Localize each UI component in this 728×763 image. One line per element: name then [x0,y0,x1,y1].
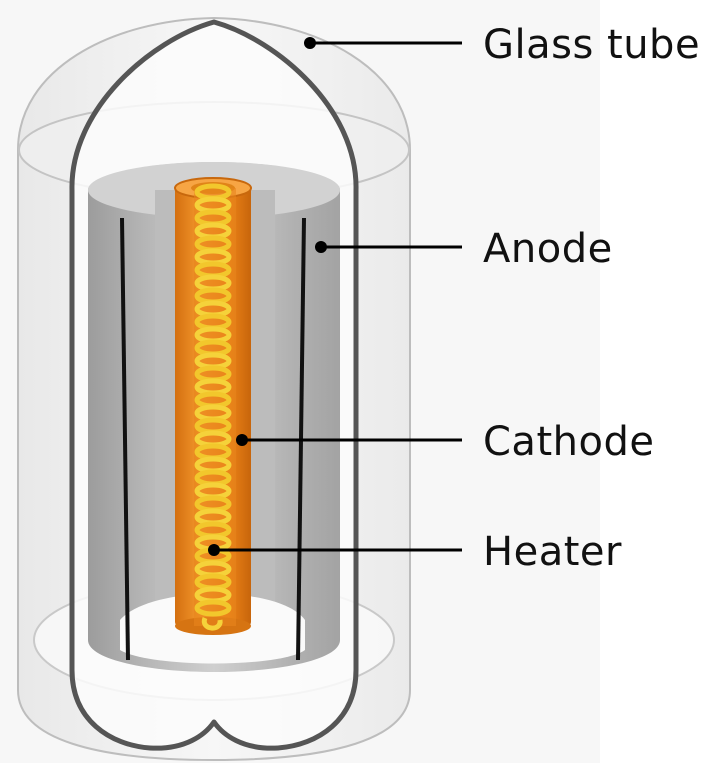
leader-dot-heater [208,544,220,556]
label-glass-tube: Glass tube [483,22,700,68]
heater-lead [201,617,223,631]
leader-dot-anode [315,241,327,253]
leader-lines [208,37,462,556]
heater-loop [194,599,232,617]
heater-coil [194,183,232,631]
label-heater: Heater [483,529,622,575]
label-cathode: Cathode [483,419,654,465]
leader-dot-cathode [236,434,248,446]
anode-edge-left [120,217,130,661]
leader-dot-glass-tube [304,37,316,49]
label-anode: Anode [483,226,613,272]
